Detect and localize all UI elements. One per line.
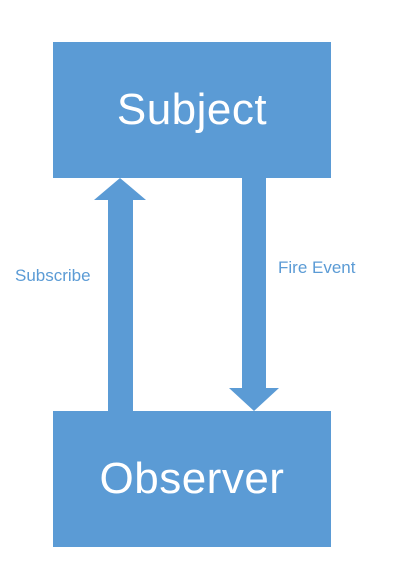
subject-label: Subject xyxy=(116,85,268,134)
subscribe-label: Subscribe xyxy=(15,266,91,285)
fire-event-label: Fire Event xyxy=(278,258,356,277)
subject-box: Subject xyxy=(53,42,331,178)
observer-box: Observer xyxy=(53,411,331,547)
observer-label: Observer xyxy=(99,454,285,503)
fire-event-arrow xyxy=(229,178,279,411)
subscribe-arrow xyxy=(94,178,146,411)
